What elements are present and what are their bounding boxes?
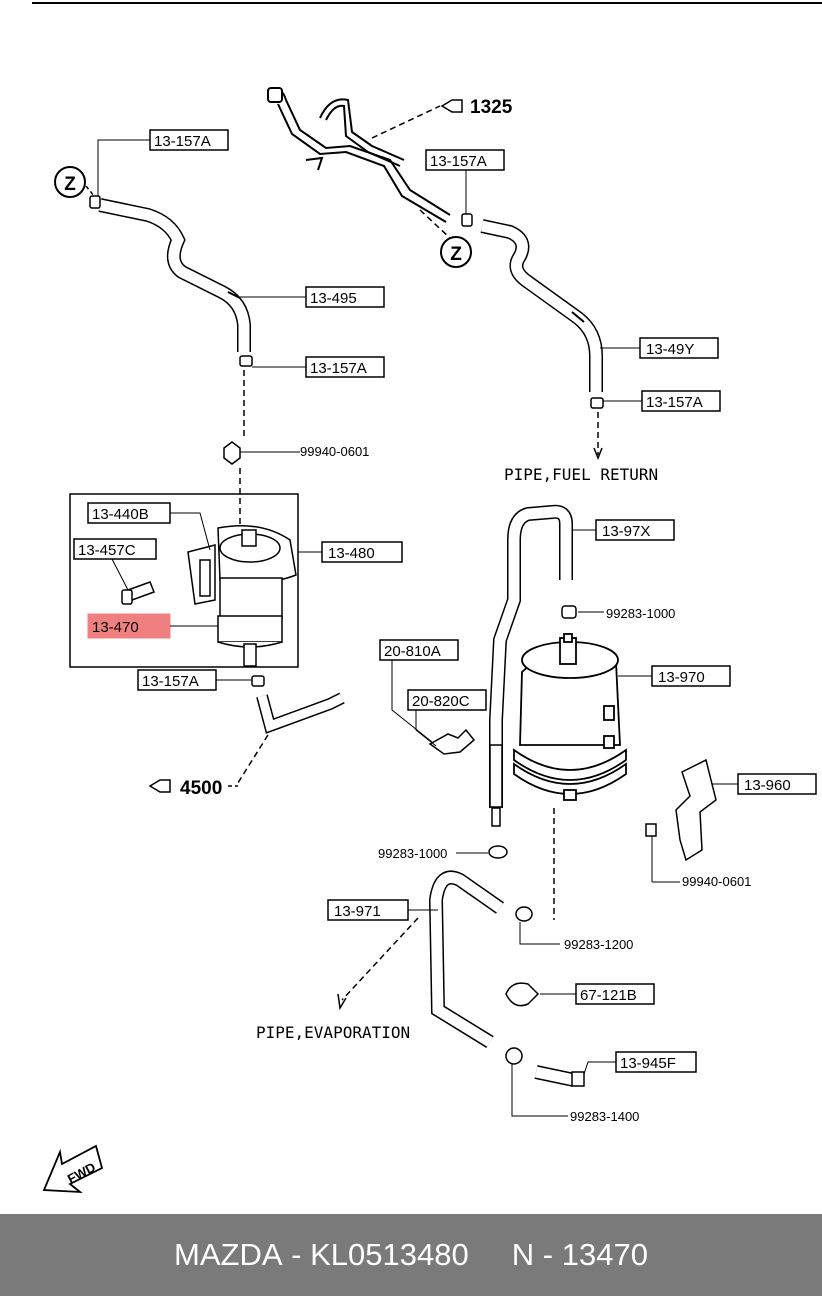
label-box-67-121B [575, 983, 655, 1005]
clip-13-157A-lower-right [590, 397, 604, 409]
label-13-49Y: 13-49Y [646, 341, 694, 358]
leader-z-left [85, 185, 95, 197]
clip-13-157A-mid-left [239, 355, 253, 367]
footer-brand: MAZDA [174, 1237, 283, 1272]
leader-13-457C [111, 558, 129, 591]
footer-n-label: N [511, 1237, 535, 1272]
arrow-fuel-return [593, 447, 603, 461]
hose-13-495 [98, 198, 251, 352]
clip-13-157A-lower-left [251, 675, 265, 687]
hose-13-971 [428, 870, 505, 1048]
leader-99283-1400 [511, 1064, 568, 1117]
clip-13-157A-upper-left [89, 195, 101, 209]
leader-4500 [235, 734, 269, 787]
label-13-470: 13-470 [92, 619, 139, 636]
label-13-945F: 13-945F [620, 1055, 676, 1072]
ref-arrow-icon-1325 [440, 99, 463, 113]
label-box-20-810A [379, 639, 459, 661]
bracket-13-960 [645, 758, 717, 862]
parts-diagram: 13-157A 13-495 13-157A 13-157A 13-49Y 13… [32, 2, 822, 1194]
label-20-810A: 20-810A [384, 643, 441, 660]
label-13-971: 13-971 [334, 903, 381, 920]
label-13-157A-e: 13-157A [142, 673, 199, 690]
footer-bar: MAZDA - KL0513480 N - 13470 [0, 1214, 822, 1296]
clamp-99283-1200 [515, 906, 533, 922]
label-box-13-457C [73, 538, 157, 560]
ref-1325: 1325 [470, 97, 513, 118]
label-20-820C: 20-820C [412, 693, 470, 710]
note-pipe-evaporation: PIPE,EVAPORATION [256, 1023, 410, 1042]
fwd-arrow-icon: FWD [42, 1144, 104, 1194]
canister-13-970 [513, 633, 627, 801]
label-box-13-157A-c [425, 149, 505, 171]
label-13-157A-d: 13-157A [646, 394, 703, 411]
leader-99283-1200 [519, 922, 560, 945]
nut-99940-0601-upper [223, 441, 241, 465]
clip-13-157A-upper-right [461, 213, 473, 227]
note-99940-0601-upper: 99940-0601 [300, 444, 369, 459]
hose-13-945F [534, 1065, 585, 1087]
z-marker-left: Z [64, 174, 76, 195]
leader-pipe-evaporation [341, 917, 419, 1001]
footer-n-separator: - [534, 1237, 562, 1272]
leader-z-right [419, 209, 451, 239]
footer-n-number: 13470 [561, 1237, 648, 1272]
bolt-13-457C [121, 581, 155, 605]
label-13-157A-c: 13-157A [430, 153, 487, 170]
arrow-pipe-evaporation [337, 993, 347, 1011]
ref-4500: 4500 [180, 778, 222, 799]
label-13-457C: 13-457C [78, 542, 136, 559]
z-marker-icon-left: Z [54, 166, 86, 198]
footer-part-number: KL0513480 [310, 1237, 469, 1272]
filter-assembly-box [69, 493, 299, 668]
label-13-157A-a: 13-157A [154, 133, 211, 150]
leader-1325 [371, 105, 441, 139]
note-99283-1000-upper: 99283-1000 [606, 606, 675, 621]
fuel-filter-13-470 [187, 525, 297, 667]
clip-67-121B [505, 982, 540, 1007]
clamp-99283-1000-upper [561, 605, 577, 619]
leader-13-157A-a [97, 139, 150, 196]
label-67-121B: 67-121B [580, 987, 637, 1004]
label-13-157A-b: 13-157A [310, 360, 367, 377]
label-13-440B: 13-440B [92, 506, 149, 523]
clamp-99283-1000-lower [488, 845, 508, 859]
z-marker-icon-right: Z [440, 236, 472, 268]
z-marker-right: Z [450, 244, 462, 265]
clip-20-820C [428, 728, 476, 755]
label-13-97X: 13-97X [602, 523, 650, 540]
clamp-99283-1400 [505, 1047, 523, 1065]
note-99283-1400: 99283-1400 [570, 1109, 639, 1124]
leader-13-440B [170, 512, 211, 551]
footer-separator: - [282, 1237, 311, 1272]
ref-arrow-icon-4500 [148, 779, 171, 793]
leader-13-945F [583, 1061, 616, 1075]
label-13-970: 13-970 [658, 669, 705, 686]
leader-20-810A [391, 660, 437, 747]
hose-4500 [256, 692, 345, 734]
hose-13-97X [489, 504, 573, 827]
label-13-480: 13-480 [328, 545, 375, 562]
note-pipe-fuel-return: PIPE,FUEL RETURN [504, 465, 658, 484]
label-box-13-470-highlight [87, 613, 171, 639]
label-box-20-820C [407, 689, 487, 711]
note-99283-1000-lower: 99283-1000 [378, 846, 447, 861]
note-99283-1200: 99283-1200 [564, 937, 633, 952]
fuel-pipe-assembly-1325 [267, 87, 451, 223]
footer-gap [469, 1237, 512, 1273]
label-13-495: 13-495 [310, 290, 357, 307]
label-13-960: 13-960 [744, 777, 791, 794]
hose-13-49Y [480, 219, 603, 392]
note-99940-0601-lower: 99940-0601 [682, 874, 751, 889]
